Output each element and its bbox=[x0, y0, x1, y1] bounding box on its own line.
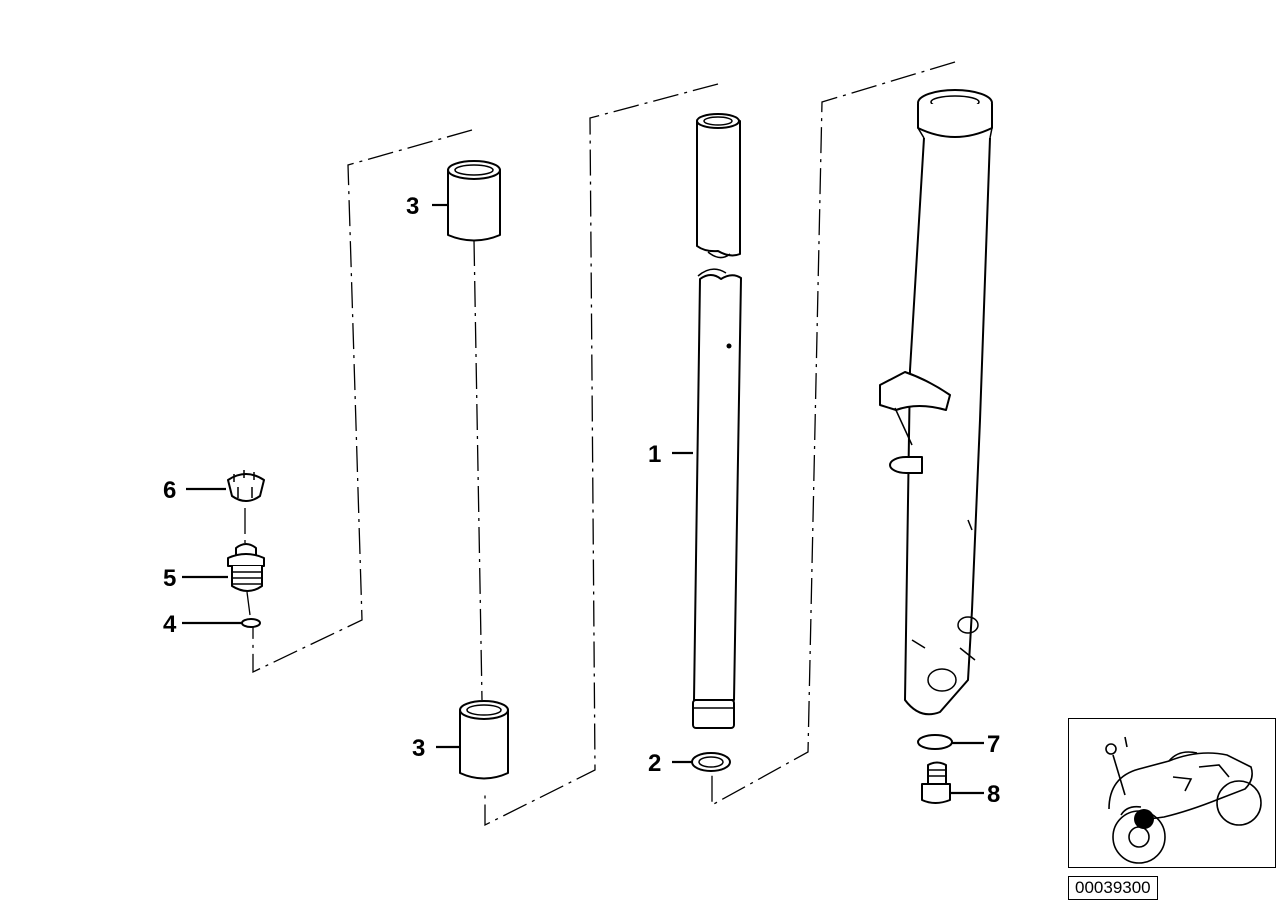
adjuster-cap-part[interactable] bbox=[227, 470, 265, 502]
callout-bush-bottom: 3 bbox=[412, 735, 425, 762]
screw-part[interactable] bbox=[921, 761, 951, 804]
callout-adjuster-cap: 6 bbox=[163, 477, 176, 504]
vehicle-thumbnail bbox=[1068, 718, 1276, 868]
axis-line-plug-ring bbox=[246, 591, 251, 616]
callout-screw: 8 bbox=[987, 781, 1000, 808]
fork-slider-part[interactable] bbox=[879, 89, 993, 716]
callout-screw-plug: 5 bbox=[163, 565, 176, 592]
motorcycle-icon bbox=[1105, 736, 1262, 864]
leader-lines bbox=[182, 203, 984, 795]
bush-bottom-part[interactable] bbox=[459, 700, 509, 780]
group-outline-middle bbox=[484, 83, 719, 827]
fork-tube-part[interactable] bbox=[692, 113, 742, 729]
washer-part[interactable] bbox=[917, 734, 953, 750]
bush-top-part[interactable] bbox=[447, 160, 501, 242]
axis-line-bushes bbox=[473, 239, 483, 701]
screw-plug-part[interactable] bbox=[227, 543, 265, 592]
callout-o-ring: 4 bbox=[163, 611, 177, 638]
callout-washer: 7 bbox=[987, 731, 1000, 758]
group-outline-left bbox=[252, 129, 473, 674]
group-outlines bbox=[244, 61, 956, 827]
seal-ring-part[interactable] bbox=[691, 752, 731, 772]
o-ring-part[interactable] bbox=[241, 618, 261, 628]
callout-fork-tube: 1 bbox=[648, 441, 661, 468]
diagram-code: 00039300 bbox=[1068, 876, 1158, 900]
location-dot-icon bbox=[1134, 809, 1154, 829]
group-outline-right bbox=[711, 61, 956, 807]
callout-bush-top: 3 bbox=[406, 193, 419, 220]
callout-seal-ring: 2 bbox=[648, 750, 661, 777]
